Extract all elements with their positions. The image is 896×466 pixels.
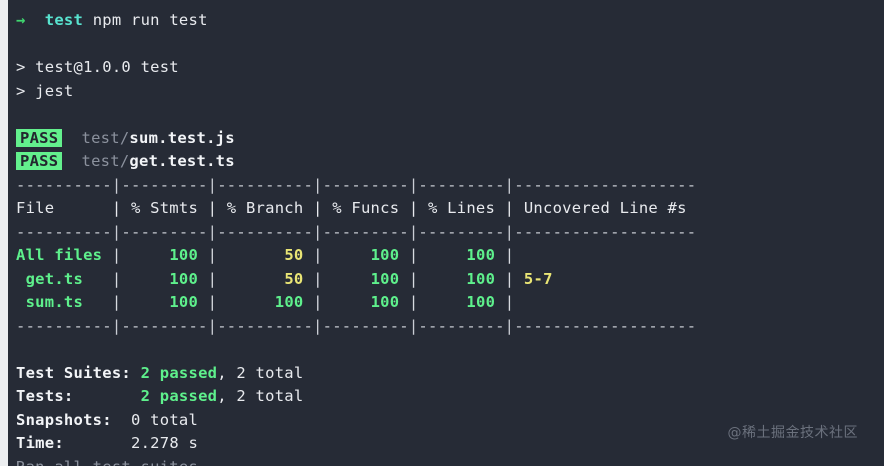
cell-funcs: 100	[322, 293, 400, 311]
value-tests-total: , 2 total	[217, 387, 304, 405]
cell-lines: 100	[418, 246, 496, 264]
cell-lines: 100	[418, 293, 496, 311]
suite-file: get.test.ts	[129, 152, 235, 170]
value-time: 2.278 s	[131, 434, 199, 452]
cell-stmts: 100	[121, 269, 199, 288]
command-text: npm run test	[92, 11, 208, 29]
cell-lines: 100	[418, 269, 496, 288]
cell-file: All files	[16, 246, 112, 264]
table-row: get.ts | 100 | 50 | 100 | 100 | 5-7	[16, 269, 553, 288]
cell-stmts: 100	[121, 293, 199, 311]
value-snapshots: 0 total	[131, 410, 199, 429]
suite-dir: test/	[81, 152, 130, 170]
cell-uncovered: 5-7	[523, 269, 553, 288]
ran-all-suites-text: Ran all test suites.	[16, 456, 876, 466]
prompt-arrow-icon: →	[16, 11, 26, 29]
spacer	[16, 338, 876, 362]
cell-funcs: 100	[322, 246, 400, 264]
prompt-line-command: → test npm run test	[16, 9, 876, 33]
label-time: Time:	[16, 434, 64, 452]
suite-result-row: PASS test/sum.test.js	[16, 127, 876, 151]
summary-tests: Tests: 2 passed, 2 total	[16, 385, 876, 409]
table-rule-top: ----------|---------|----------|--------…	[16, 175, 697, 194]
npm-header-line-1: > test@1.0.0 test	[16, 58, 179, 76]
cell-file: get.ts	[16, 269, 112, 288]
table-row: All files | 100 | 50 | 100 | 100 |	[16, 246, 524, 264]
terminal-window[interactable]: → test npm run test > test@1.0.0 test > …	[8, 0, 884, 466]
label-test-suites: Test Suites:	[16, 363, 131, 382]
pass-badge: PASS	[16, 128, 63, 147]
page-left-margin	[0, 0, 8, 466]
table-rule-header: ----------|---------|----------|--------…	[16, 222, 697, 241]
table-row: sum.ts | 100 | 100 | 100 | 100 |	[16, 293, 524, 311]
value-test-suites-passed: 2 passed	[140, 363, 218, 382]
cell-branch: 50	[217, 269, 304, 288]
value-tests-passed: 2 passed	[140, 387, 218, 405]
label-snapshots: Snapshots:	[16, 410, 112, 429]
cell-branch: 50	[217, 246, 304, 264]
summary-test-suites: Test Suites: 2 passed, 2 total	[16, 362, 876, 386]
watermark: @稀土掘金技术社区	[727, 425, 858, 441]
suite-dir: test/	[81, 128, 130, 147]
cell-file: sum.ts	[16, 293, 112, 311]
npm-header-line-2: > jest	[16, 81, 74, 100]
summary-snapshots: Snapshots: 0 total	[16, 409, 876, 433]
prompt-context: test	[44, 11, 84, 29]
label-tests: Tests:	[16, 387, 74, 405]
table-rule-bottom: ----------|---------|----------|--------…	[16, 316, 697, 335]
cell-branch: 100	[217, 293, 304, 311]
suite-result-row: PASS test/get.test.ts	[16, 150, 876, 174]
spacer	[16, 33, 876, 57]
pass-badge: PASS	[16, 152, 63, 170]
table-header-row: File | % Stmts | % Branch | % Funcs | % …	[16, 199, 687, 217]
cell-funcs: 100	[322, 269, 400, 288]
suite-file: sum.test.js	[129, 128, 235, 147]
cell-stmts: 100	[121, 246, 199, 264]
value-test-suites-total: , 2 total	[217, 363, 304, 382]
spacer	[16, 103, 876, 127]
summary-time: Time: 2.278 s	[16, 432, 876, 456]
page-right-margin	[884, 0, 896, 466]
